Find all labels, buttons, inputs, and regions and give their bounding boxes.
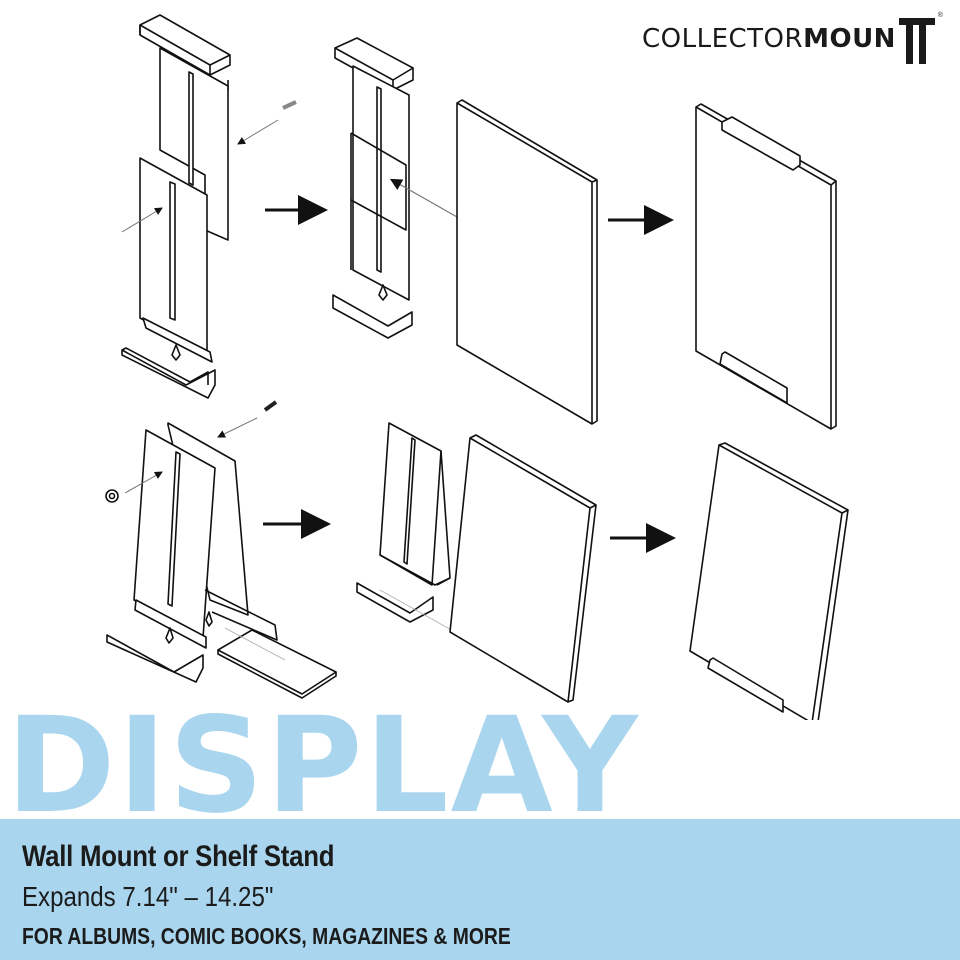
assembly-diagram (105, 14, 849, 720)
headline-display: DISPLAY (6, 689, 640, 843)
shelf-stand-result (689, 442, 849, 720)
album-board (456, 99, 598, 425)
brand-name-bold: MOUN (803, 24, 896, 54)
product-title: Wall Mount or Shelf Stand (22, 840, 335, 873)
top-assembled-bracket (332, 37, 516, 339)
registered-mark: ® (937, 12, 943, 19)
assembled-stand (356, 422, 506, 661)
wall-mount-result (695, 103, 837, 430)
stand-parts (105, 400, 337, 699)
brand-t-glyph-icon (898, 18, 935, 64)
top-bracket-parts (121, 14, 297, 399)
size-range: Expands 7.14" – 14.25" (22, 881, 274, 912)
brand-name-light: COLLECTOR (642, 24, 804, 54)
info-bar: Wall Mount or Shelf Stand Expands 7.14" … (0, 819, 960, 960)
album-board (449, 434, 597, 703)
use-cases-tagline: FOR ALBUMS, COMIC BOOKS, MAGAZINES & MOR… (22, 923, 511, 949)
